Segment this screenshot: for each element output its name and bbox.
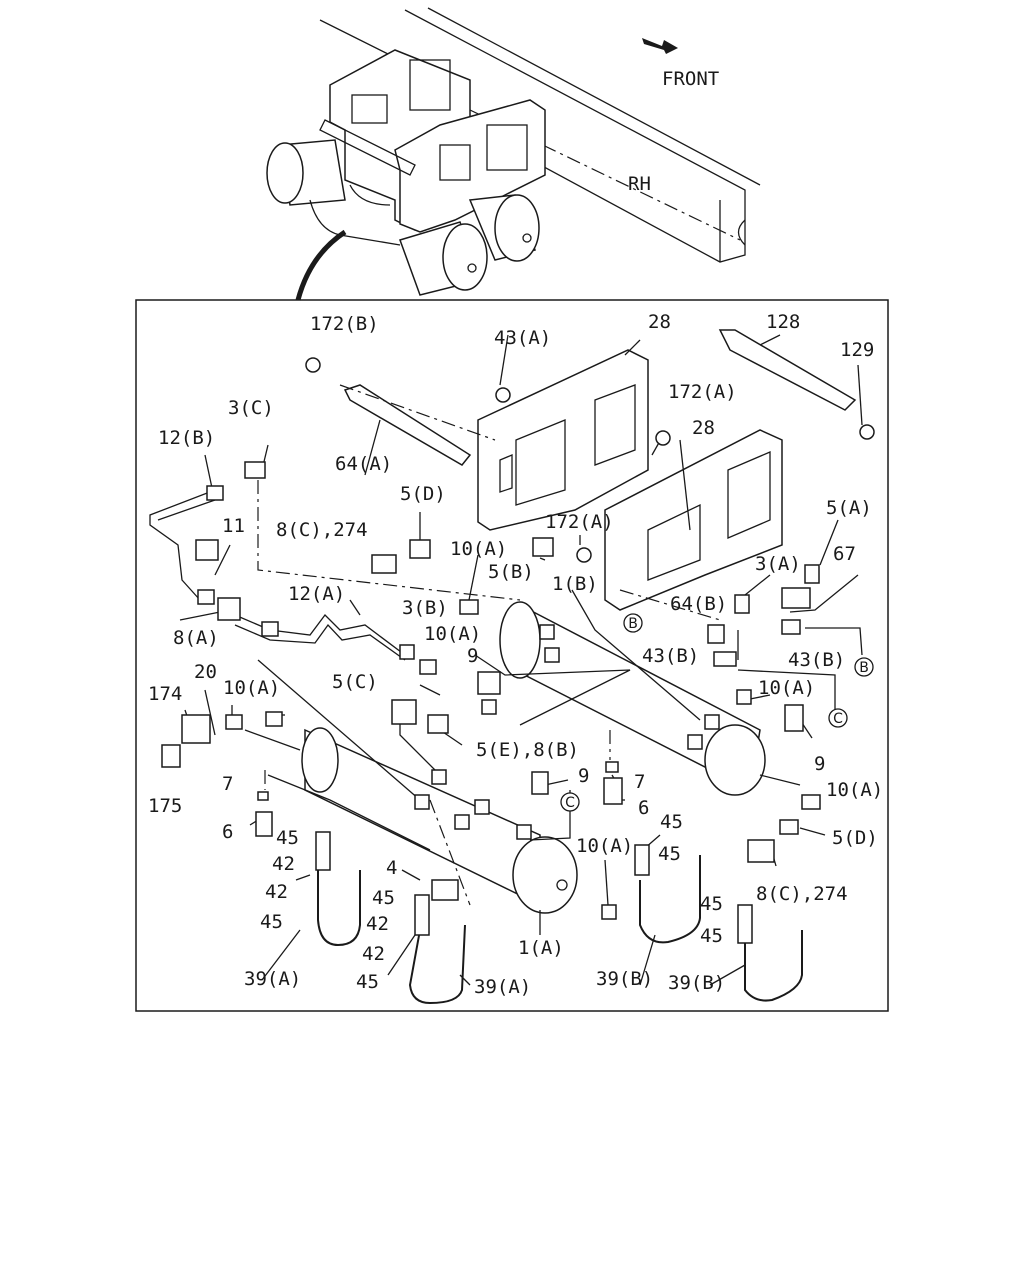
callout-5d-upper: 5(D) xyxy=(400,483,446,505)
callout-64b: 64(B) xyxy=(670,593,727,615)
bracket-assembly xyxy=(319,49,546,233)
detail-frame xyxy=(135,299,889,1012)
callout-64a: 64(A) xyxy=(335,453,392,475)
callout-175: 175 xyxy=(148,795,182,817)
callout-172a-upper: 172(A) xyxy=(668,381,737,403)
callout-6-right: 6 xyxy=(638,797,649,819)
callout-11: 11 xyxy=(222,515,245,537)
callout-172b: 172(B) xyxy=(310,313,379,335)
front-label: FRONT xyxy=(662,68,719,90)
callout-10a-4: 10(A) xyxy=(758,677,815,699)
svg-text:C: C xyxy=(833,711,843,727)
ref-marker-3: C xyxy=(828,708,848,728)
callout-45-d: 45 xyxy=(372,887,395,909)
callout-3b: 3(B) xyxy=(402,597,448,619)
pipe-12b xyxy=(149,489,216,601)
callout-3c: 3(C) xyxy=(228,397,274,419)
callout-45-e: 45 xyxy=(700,893,723,915)
callout-45-a: 45 xyxy=(276,827,299,849)
callout-5e-8b: 5(E),8(B) xyxy=(476,739,579,761)
callout-9-right: 9 xyxy=(814,753,825,775)
svg-text:B: B xyxy=(859,660,869,676)
callout-28-lower: 28 xyxy=(692,417,715,439)
callout-7-left: 7 xyxy=(222,773,233,795)
callout-5a: 5(A) xyxy=(826,497,872,519)
bracket-plate-28-upper xyxy=(477,349,649,531)
u-bolt-39a-right xyxy=(408,924,466,1005)
ref-marker-2: B xyxy=(854,657,874,677)
callout-67: 67 xyxy=(833,543,856,565)
callout-8c-274-lower: 8(C),274 xyxy=(756,883,848,905)
callout-28-upper: 28 xyxy=(648,311,671,333)
callout-42-c: 42 xyxy=(366,913,389,935)
small-parts xyxy=(161,357,875,944)
callout-43b-left: 43(B) xyxy=(642,645,699,667)
callout-39b-right: 39(B) xyxy=(668,972,725,994)
overview-tank-lower xyxy=(399,221,488,296)
callout-9-upper: 9 xyxy=(467,645,478,667)
callout-174: 174 xyxy=(148,683,182,705)
callout-45-f: 45 xyxy=(260,911,283,933)
svg-text:C: C xyxy=(565,795,575,811)
callout-128: 128 xyxy=(766,311,800,333)
callout-45-h: 45 xyxy=(356,971,379,993)
bracket-plate-28-lower xyxy=(604,429,783,611)
tank-1a xyxy=(301,727,578,914)
bracket-128 xyxy=(718,329,857,411)
overview-tank-right xyxy=(468,194,540,262)
callout-1a: 1(A) xyxy=(518,937,564,959)
frame-rail xyxy=(319,7,761,263)
callout-45-c: 45 xyxy=(658,843,681,865)
callout-5d-lower: 5(D) xyxy=(832,827,878,849)
callout-9-middle: 9 xyxy=(578,765,589,787)
ref-marker-4: C xyxy=(560,792,580,812)
callout-39a-right: 39(A) xyxy=(474,976,531,998)
front-arrow-icon xyxy=(642,38,678,54)
callout-45-b: 45 xyxy=(660,811,683,833)
callout-12b: 12(B) xyxy=(158,427,215,449)
u-bolt-39a-left xyxy=(317,870,361,947)
callout-3a: 3(A) xyxy=(755,553,801,575)
callout-8a: 8(A) xyxy=(173,627,219,649)
u-bolt-39b-right xyxy=(744,930,803,1002)
callout-39b-left: 39(B) xyxy=(596,968,653,990)
callout-7-right: 7 xyxy=(634,771,645,793)
callout-1b: 1(B) xyxy=(552,573,598,595)
ref-marker-1: B xyxy=(623,613,643,633)
callout-20: 20 xyxy=(194,661,217,683)
callout-43b-right: 43(B) xyxy=(788,649,845,671)
u-bolt-39b-left xyxy=(639,855,701,944)
callout-42-b: 42 xyxy=(265,881,288,903)
detail-leader-curve xyxy=(295,229,347,301)
callout-172a-lower: 172(A) xyxy=(545,511,614,533)
callout-12a: 12(A) xyxy=(288,583,345,605)
callout-42-a: 42 xyxy=(272,853,295,875)
callout-6-left: 6 xyxy=(222,821,233,843)
overview-tank-left xyxy=(266,139,346,206)
svg-text:B: B xyxy=(628,616,638,632)
callout-10a-6: 10(A) xyxy=(576,835,633,857)
overview-illustration: FRONT RH xyxy=(266,7,761,301)
callout-10a-1: 10(A) xyxy=(450,538,507,560)
callout-10a-3: 10(A) xyxy=(223,677,280,699)
callout-45-g: 45 xyxy=(700,925,723,947)
strap-64a xyxy=(343,384,472,466)
callout-5b: 5(B) xyxy=(488,561,534,583)
callout-42-d: 42 xyxy=(362,943,385,965)
callout-43a: 43(A) xyxy=(494,327,551,349)
callout-39a-left: 39(A) xyxy=(244,968,301,990)
callout-4: 4 xyxy=(386,857,397,879)
callout-5c: 5(C) xyxy=(332,671,378,693)
callout-8c-274-upper: 8(C),274 xyxy=(276,519,368,541)
callout-129: 129 xyxy=(840,339,874,361)
callout-10a-2: 10(A) xyxy=(424,623,481,645)
callout-labels: 172(B) 43(A) 28 128 129 172(A) 28 3(C) 1… xyxy=(148,311,883,998)
rh-label: RH xyxy=(628,173,651,195)
callout-10a-5: 10(A) xyxy=(826,779,883,801)
